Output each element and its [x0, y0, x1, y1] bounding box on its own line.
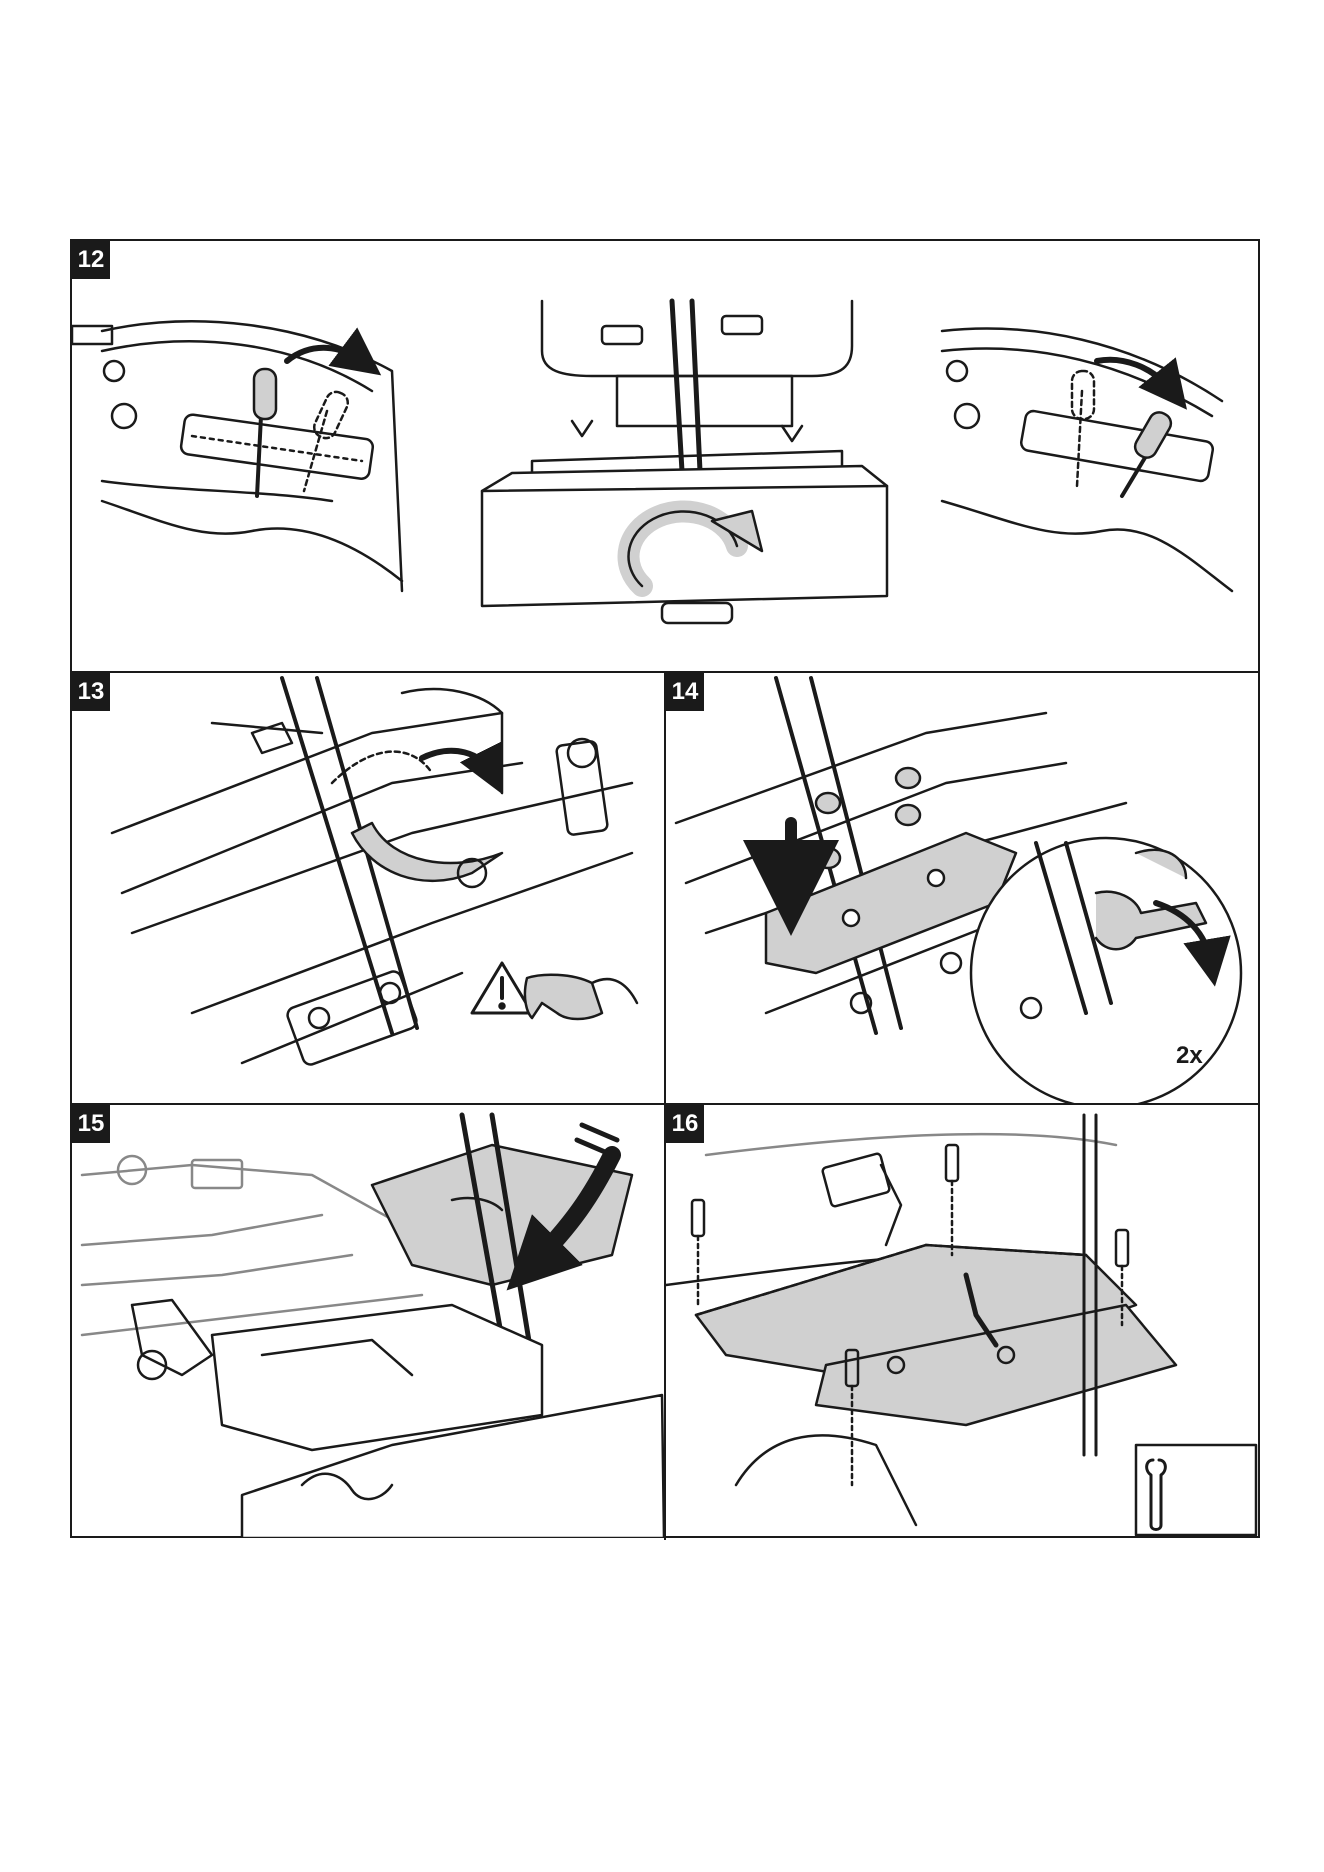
lever-right-illustration	[942, 329, 1232, 591]
step-15-panel: 15	[72, 1105, 664, 1538]
instruction-sheet: 12	[70, 239, 1260, 1538]
step-number: 14	[666, 673, 704, 711]
wrench-detail-inset: 2x	[971, 838, 1241, 1103]
step-number: 12	[72, 241, 110, 279]
tool-box-inset	[1136, 1445, 1256, 1535]
safety-glasses-icon	[525, 975, 637, 1019]
step-13-panel: 13	[72, 673, 664, 1103]
cover-slide-illustration	[82, 1115, 664, 1538]
step-number: 16	[666, 1105, 704, 1143]
step-12-panel: 12	[72, 241, 1258, 671]
cover-plate-screws-illustration	[666, 1115, 1176, 1525]
step-number: 15	[72, 1105, 110, 1143]
repeat-label: 2x	[1176, 1042, 1203, 1069]
step-14-panel: 14	[666, 673, 1258, 1103]
mower-deck-illustration	[72, 301, 887, 623]
screw	[692, 1200, 704, 1305]
lever-left-illustration	[102, 321, 402, 591]
warning-icon	[472, 963, 532, 1013]
step-16-panel: 16	[666, 1105, 1258, 1538]
step-number: 13	[72, 673, 110, 711]
